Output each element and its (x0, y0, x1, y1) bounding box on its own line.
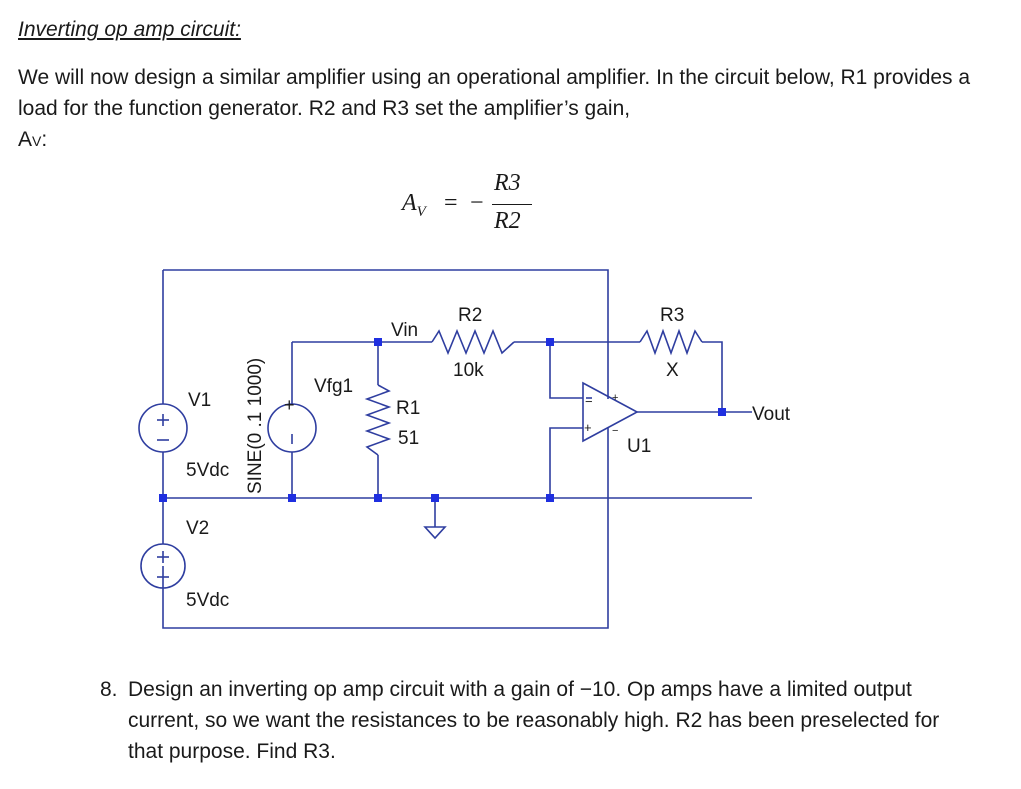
question-text: Design an inverting op amp circuit with … (128, 678, 940, 763)
intro-text: We will now design a similar amplifier u… (18, 66, 971, 120)
r1-name-label: R1 (396, 398, 420, 419)
question-number: 8. (100, 678, 118, 701)
r3-value-label: X (666, 360, 679, 381)
vfg1-name-label: Vfg1 (314, 376, 353, 397)
v1-name-label: V1 (188, 390, 211, 411)
r1-value-label: 51 (398, 428, 419, 449)
r2-name-label: R2 (458, 305, 482, 326)
r3-name-label: R3 (660, 305, 684, 326)
formula-minus: − (470, 190, 484, 216)
section-heading: Inverting op amp circuit: (18, 18, 241, 41)
opamp-minus-sign: − (585, 394, 593, 409)
r3-resistor (639, 328, 703, 356)
gain-colon: : (41, 128, 48, 151)
question-8: 8. Design an inverting op amp circuit wi… (100, 674, 980, 767)
formula-lhs-symbol: A (402, 190, 417, 216)
gain-symbol: A (18, 128, 33, 151)
vfg1-plus-sign: + (284, 395, 295, 415)
intro-paragraph: We will now design a similar amplifier u… (18, 62, 978, 157)
formula-lhs: AV (402, 190, 426, 221)
formula-equals: = (444, 190, 458, 216)
v2-value-label: 5Vdc (186, 590, 229, 611)
u1-op-amp (582, 381, 639, 443)
v2-source (140, 543, 186, 589)
formula-denominator: R2 (494, 208, 521, 234)
opamp-plus-sign: + (584, 420, 592, 435)
r2-value-label: 10k (453, 360, 484, 381)
formula-numerator: R3 (494, 170, 521, 196)
r2-resistor (431, 328, 515, 356)
vin-net-label: Vin (391, 320, 418, 341)
opamp-supply-minus-sign: − (612, 425, 618, 437)
u1-name-label: U1 (627, 436, 651, 457)
v1-source (138, 403, 188, 453)
fraction-bar (492, 204, 532, 205)
r1-resistor (364, 384, 392, 456)
v2-name-label: V2 (186, 518, 209, 539)
opamp-supply-plus-sign: + (612, 392, 618, 404)
gain-subscript: V (32, 133, 42, 149)
vfg1-value-label: SINE(0 .1 1000) (245, 358, 266, 494)
vout-net-label: Vout (752, 404, 791, 425)
gain-formula: AV = − R3 R2 (400, 170, 550, 240)
vfg1-source (267, 403, 317, 453)
circuit-nodes (159, 338, 726, 502)
v1-value-label: 5Vdc (186, 460, 229, 481)
formula-lhs-subscript: V (416, 203, 426, 220)
ground-symbol (423, 526, 447, 540)
circuit-wires (162, 269, 752, 629)
